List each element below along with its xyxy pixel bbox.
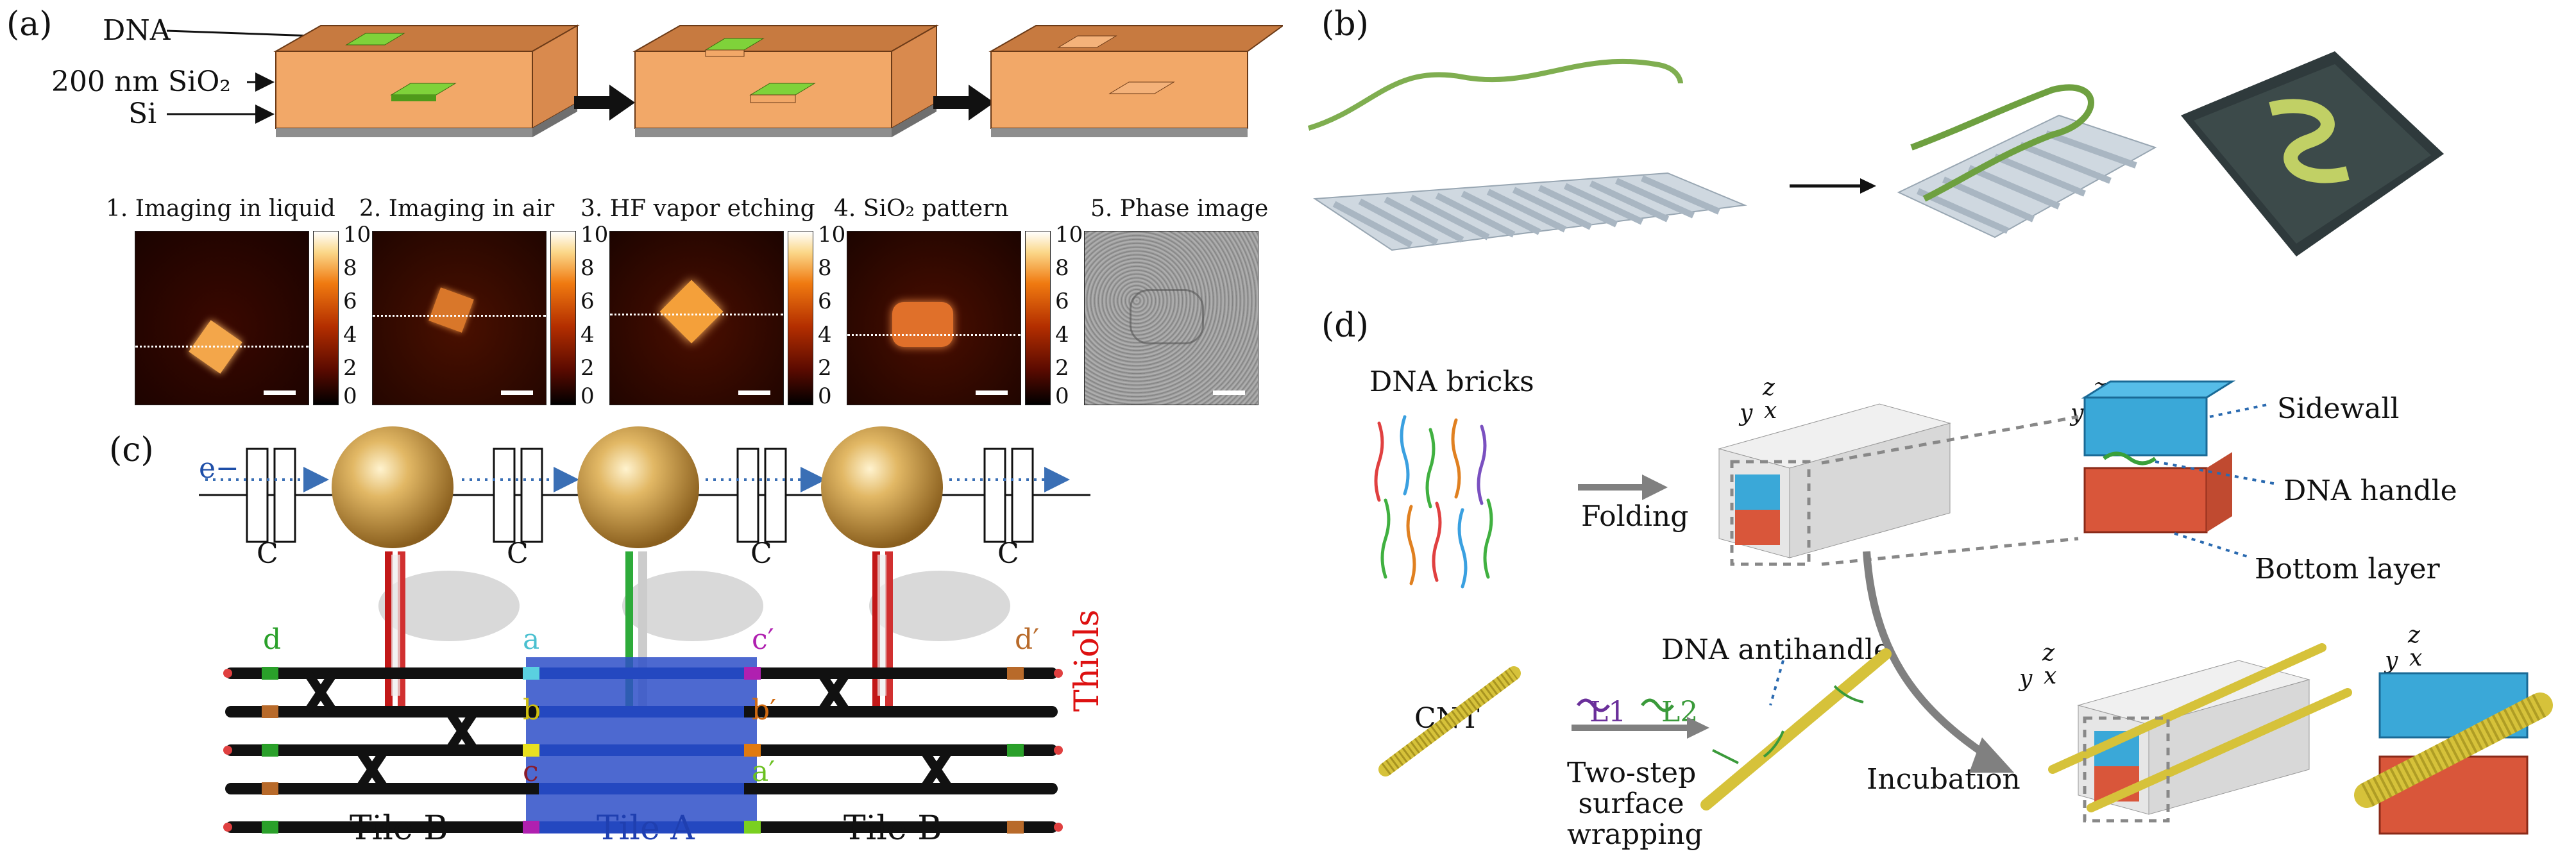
wrap-line-2: surface (1578, 787, 1684, 820)
cap-label-3: C (750, 537, 772, 570)
afm-image-4 (847, 231, 1021, 405)
end-b-prime-label: b′ (752, 694, 777, 726)
cap-label-4: C (997, 537, 1019, 570)
tile-b-left-label: Tile B (350, 809, 448, 848)
panel-a-label: (a) (6, 5, 53, 44)
afm-image-2 (372, 231, 547, 405)
axis-x-4: x (2409, 645, 2423, 671)
step-3-title: 3. HF vapor etching (580, 196, 815, 222)
l1-label: L1 (1589, 696, 1627, 728)
dna-antihandle-label: DNA antihandle (1661, 634, 1891, 666)
end-d-label: d (263, 623, 282, 656)
axis-x-3: x (2044, 663, 2057, 689)
afm-image-3 (609, 231, 784, 405)
step-5-title: 5. Phase image (1090, 196, 1269, 222)
axis-x-1: x (1764, 398, 1777, 424)
origami-polymer-diagram (1307, 51, 2444, 256)
folding-label: Folding (1581, 500, 1689, 533)
dna-layer-label: DNA (103, 14, 171, 47)
panel-d-label: (d) (1321, 306, 1369, 345)
colorbar-1 (313, 231, 339, 405)
cap-label-2: C (507, 537, 529, 570)
colorbar-2 (550, 231, 576, 405)
wrap-line-1: Two-step (1567, 757, 1697, 789)
tile-a-label: Tile A (597, 809, 695, 848)
sidewall-label: Sidewall (2277, 392, 2400, 425)
cap-label-1: C (257, 537, 278, 570)
bottom-layer-label: Bottom layer (2255, 553, 2440, 585)
axis-z-4: z (2408, 622, 2420, 648)
axis-z-3: z (2042, 640, 2055, 666)
dna-handle-label: DNA handle (2284, 474, 2457, 507)
axis-y-2: y (2071, 400, 2084, 426)
end-c-label: c (523, 755, 539, 788)
wrap-line-3: wrapping (1567, 818, 1703, 851)
wafer-process-diagram (166, 24, 1283, 137)
axis-y-4: y (2385, 648, 2398, 674)
end-b-label: b (523, 694, 541, 726)
phase-image (1084, 231, 1258, 405)
colorbar-4 (1025, 231, 1051, 405)
si-layer-label: Si (128, 97, 157, 130)
panel-c-label: (c) (109, 431, 154, 469)
end-c-prime-label: c′ (752, 623, 774, 656)
wafer-2 (632, 24, 939, 137)
tile-b-right-label: Tile B (843, 809, 942, 848)
end-a-label: a (523, 623, 540, 656)
axis-y-1: y (1740, 400, 1753, 426)
axis-z-1: z (1763, 374, 1775, 401)
wafer-1 (273, 24, 580, 137)
colorbar-3 (788, 231, 813, 405)
end-a-prime-label: a′ (752, 755, 775, 788)
dna-bricks-label: DNA bricks (1369, 365, 1534, 398)
cnt-assembly-diagram (1374, 380, 2553, 835)
afm-image-1 (135, 231, 309, 405)
sio2-layer-label: 200 nm SiO₂ (51, 65, 231, 98)
set-circuit-diagram (199, 426, 1090, 834)
end-d-prime-label: d′ (1015, 623, 1040, 656)
thiols-label: Thiols (1068, 609, 1106, 712)
panel-b-label: (b) (1321, 5, 1369, 44)
step-1-title: 1. Imaging in liquid (106, 196, 335, 222)
axis-y-3: y (2019, 666, 2033, 692)
step-4-title: 4. SiO₂ pattern (834, 196, 1009, 222)
wafer-3 (988, 25, 1283, 137)
step-2-title: 2. Imaging in air (359, 196, 555, 222)
